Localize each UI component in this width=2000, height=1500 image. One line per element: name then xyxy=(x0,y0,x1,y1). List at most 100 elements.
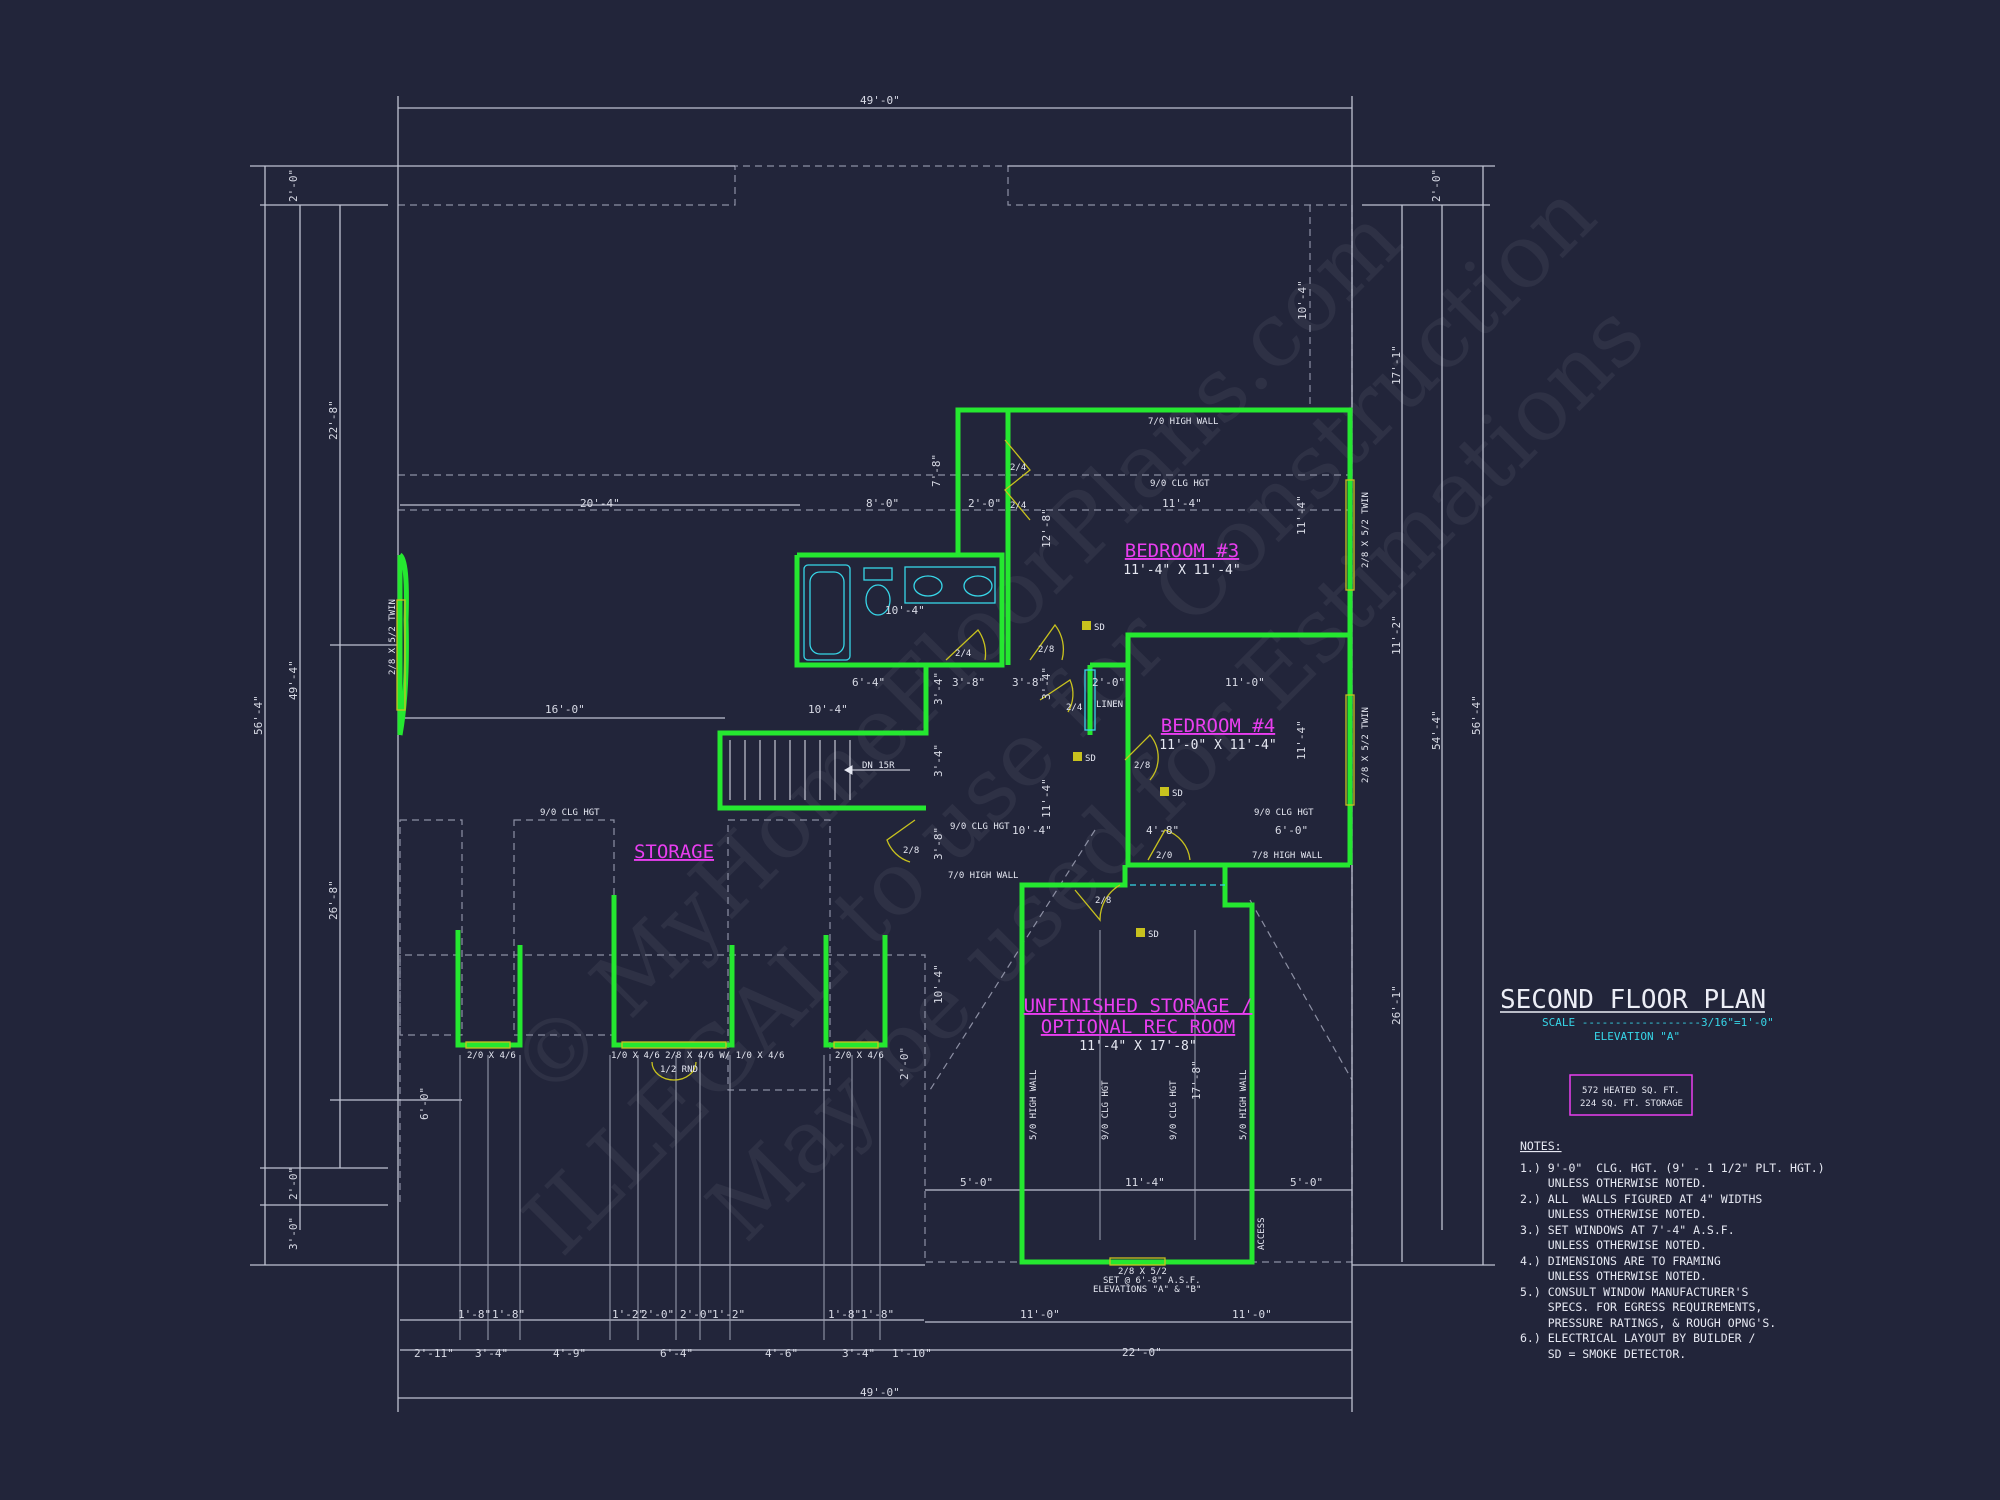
bath-fixtures xyxy=(803,564,1225,886)
notes-heading: NOTES: xyxy=(1520,1139,1562,1153)
dim-right-mid: 54'-4" xyxy=(1430,710,1443,750)
stairs xyxy=(729,740,910,800)
plan-title: SECOND FLOOR PLAN xyxy=(1500,985,1766,1015)
window-label: 2/0 X 4/6 xyxy=(835,1051,884,1061)
door-size: 2/0 xyxy=(1156,851,1172,861)
door-size: 2/4 xyxy=(1010,501,1026,511)
dim-8-0: 8'-0" xyxy=(866,497,899,510)
dim-left-22-8: 22'-8" xyxy=(327,400,340,440)
dim-3-4: 3'-4" xyxy=(1040,667,1053,700)
dimension-text: 49'-0" 49'-0" 56'-4" 49'-4" 22'-8" 26'-8… xyxy=(252,94,1483,1399)
unfinished-label-line2: OPTIONAL REC ROOM xyxy=(1041,1016,1235,1038)
window-label: 2/8 X 5/2 TWIN xyxy=(388,599,398,675)
sd-labels: SD SD SD SD xyxy=(1085,623,1183,940)
dim-3-8: 3'-8" xyxy=(1012,676,1045,689)
dim-12-8: 12'-8" xyxy=(1040,508,1053,548)
door-size: 2/8 xyxy=(1038,645,1054,655)
dim-2-0: 2'-0" xyxy=(1430,169,1443,202)
linen-label: LINEN xyxy=(1096,700,1123,710)
dim-b-1-8: 1'-8" xyxy=(828,1308,861,1321)
note-line: UNLESS OTHERWISE NOTED. xyxy=(1520,1207,1707,1221)
dim-b-1-8: 1'-8" xyxy=(492,1308,525,1321)
sd-label: SD xyxy=(1085,754,1096,764)
window-note: ELEVATIONS "A" & "B" xyxy=(1093,1285,1201,1295)
dim-6-0: 6'-0" xyxy=(418,1087,431,1120)
dim-11-4: 11'-4" xyxy=(1125,1176,1165,1189)
dim-11-4: 11'-4" xyxy=(1295,495,1308,535)
area-storage: 224 SQ. FT. STORAGE xyxy=(1580,1099,1683,1109)
door-size: 2/4 xyxy=(1010,463,1026,473)
dim-10-4: 10'-4" xyxy=(885,604,925,617)
sd-label: SD xyxy=(1094,623,1105,633)
storage-label: STORAGE xyxy=(634,841,714,863)
room-labels: BEDROOM #3 11'-4" X 11'-4" BEDROOM #4 11… xyxy=(634,540,1277,1054)
dim-b-2-0: 2'-0" xyxy=(641,1308,674,1321)
smoke-detectors xyxy=(1073,621,1169,937)
dim-22-0: 22'-0" xyxy=(1122,1346,1162,1359)
dim-10-4: 10'-4" xyxy=(932,964,945,1004)
dim-b-4-9: 4'-9" xyxy=(553,1347,586,1360)
dim-left-outer: 56'-4" xyxy=(252,695,265,735)
dim-20-4: 20'-4" xyxy=(580,497,620,510)
note-line: 2.) ALL WALLS FIGURED AT 4" WIDTHS xyxy=(1520,1192,1762,1206)
dim-11-4: 11'-4" xyxy=(1162,497,1202,510)
windows xyxy=(396,479,1355,1266)
sd-marker xyxy=(1160,787,1169,796)
clg-hgt-note: 9/0 CLG HGT xyxy=(1254,808,1314,818)
dim-2-0: 2'-0" xyxy=(287,169,300,202)
walls xyxy=(397,407,1353,1265)
dim-2-0: 2'-0" xyxy=(1092,676,1125,689)
door-size: 2/4 xyxy=(955,649,971,659)
sd-marker xyxy=(1073,752,1082,761)
dim-7-8: 7'-8" xyxy=(930,454,943,487)
title-block: SECOND FLOOR PLAN SCALE ----------------… xyxy=(1500,985,1774,1116)
dim-b-3-4: 3'-4" xyxy=(475,1347,508,1360)
clg-hgt-note: 9/0 CLG HGT xyxy=(1150,479,1210,489)
dim-11-2: 11'-2" xyxy=(1390,615,1403,655)
dim-3-8: 3'-8" xyxy=(952,676,985,689)
dim-2-0: 2'-0" xyxy=(898,1047,911,1080)
bedroom3-size: 11'-4" X 11'-4" xyxy=(1123,563,1240,578)
dim-left-26-8: 26'-8" xyxy=(327,880,340,920)
dim-11-0: 11'-0" xyxy=(1020,1308,1060,1321)
dim-left-mid: 49'-4" xyxy=(287,660,300,700)
dim-right-outer: 56'-4" xyxy=(1470,695,1483,735)
dim-26-1: 26'-1" xyxy=(1390,985,1403,1025)
dim-2-0: 2'-0" xyxy=(968,497,1001,510)
dim-b-3-4: 3'-4" xyxy=(842,1347,875,1360)
high-wall-note: 7/0 HIGH WALL xyxy=(1148,417,1218,427)
window-projection-lines xyxy=(459,930,1196,1340)
note-line: 4.) DIMENSIONS ARE TO FRAMING xyxy=(1520,1254,1721,1268)
door-size: 2/4 xyxy=(1066,703,1082,713)
dim-b-1-8: 1'-8" xyxy=(861,1308,894,1321)
stair-dn-label: DN 15R xyxy=(862,761,895,771)
sd-label: SD xyxy=(1172,789,1183,799)
dim-3-0: 3'-0" xyxy=(287,1217,300,1250)
access-label: ACCESS xyxy=(1257,1217,1267,1250)
note-line: SPECS. FOR EGRESS REQUIREMENTS, xyxy=(1520,1300,1762,1314)
note-line: 3.) SET WINDOWS AT 7'-4" A.S.F. xyxy=(1520,1223,1735,1237)
dim-10-4: 10'-4" xyxy=(1296,280,1309,320)
bedroom4-label: BEDROOM #4 xyxy=(1161,715,1275,737)
clg-hgt-note: 9/0 CLG HGT xyxy=(950,822,1010,832)
dim-16-0: 16'-0" xyxy=(545,703,585,716)
window-label: 2/0 X 4/6 xyxy=(467,1051,516,1061)
high-wall-note: 7/8 HIGH WALL xyxy=(1252,851,1322,861)
bedroom3-label: BEDROOM #3 xyxy=(1125,540,1239,562)
dim-11-4: 11'-4" xyxy=(1040,778,1053,818)
dim-6-0: 6'-0" xyxy=(1275,824,1308,837)
note-line: 1.) 9'-0" CLG. HGT. (9' - 1 1/2" PLT. HG… xyxy=(1520,1161,1825,1175)
notes-block: NOTES: 1.) 9'-0" CLG. HGT. (9' - 1 1/2" … xyxy=(1520,1139,1825,1361)
note-line: UNLESS OTHERWISE NOTED. xyxy=(1520,1238,1707,1252)
window-label: 2/8 X 5/2 TWIN xyxy=(1361,492,1371,568)
note-line: 5.) CONSULT WINDOW MANUFACTURER'S xyxy=(1520,1285,1749,1299)
window-label: 2/8 X 5/2 xyxy=(1118,1267,1167,1277)
dim-6-4: 6'-4" xyxy=(852,676,885,689)
note-line: 6.) ELECTRICAL LAYOUT BY BUILDER / xyxy=(1520,1331,1755,1345)
window-label: 2/8 X 5/2 TWIN xyxy=(1361,707,1371,783)
sd-marker xyxy=(1136,928,1145,937)
dim-5-0: 5'-0" xyxy=(1290,1176,1323,1189)
plan-notes: 7/0 HIGH WALL 9/0 CLG HGT 9/0 CLG HGT 9/… xyxy=(388,417,1371,1295)
window-note: SET @ 6'-8" A.S.F. xyxy=(1103,1276,1201,1286)
dim-b-4-6: 4'-6" xyxy=(765,1347,798,1360)
